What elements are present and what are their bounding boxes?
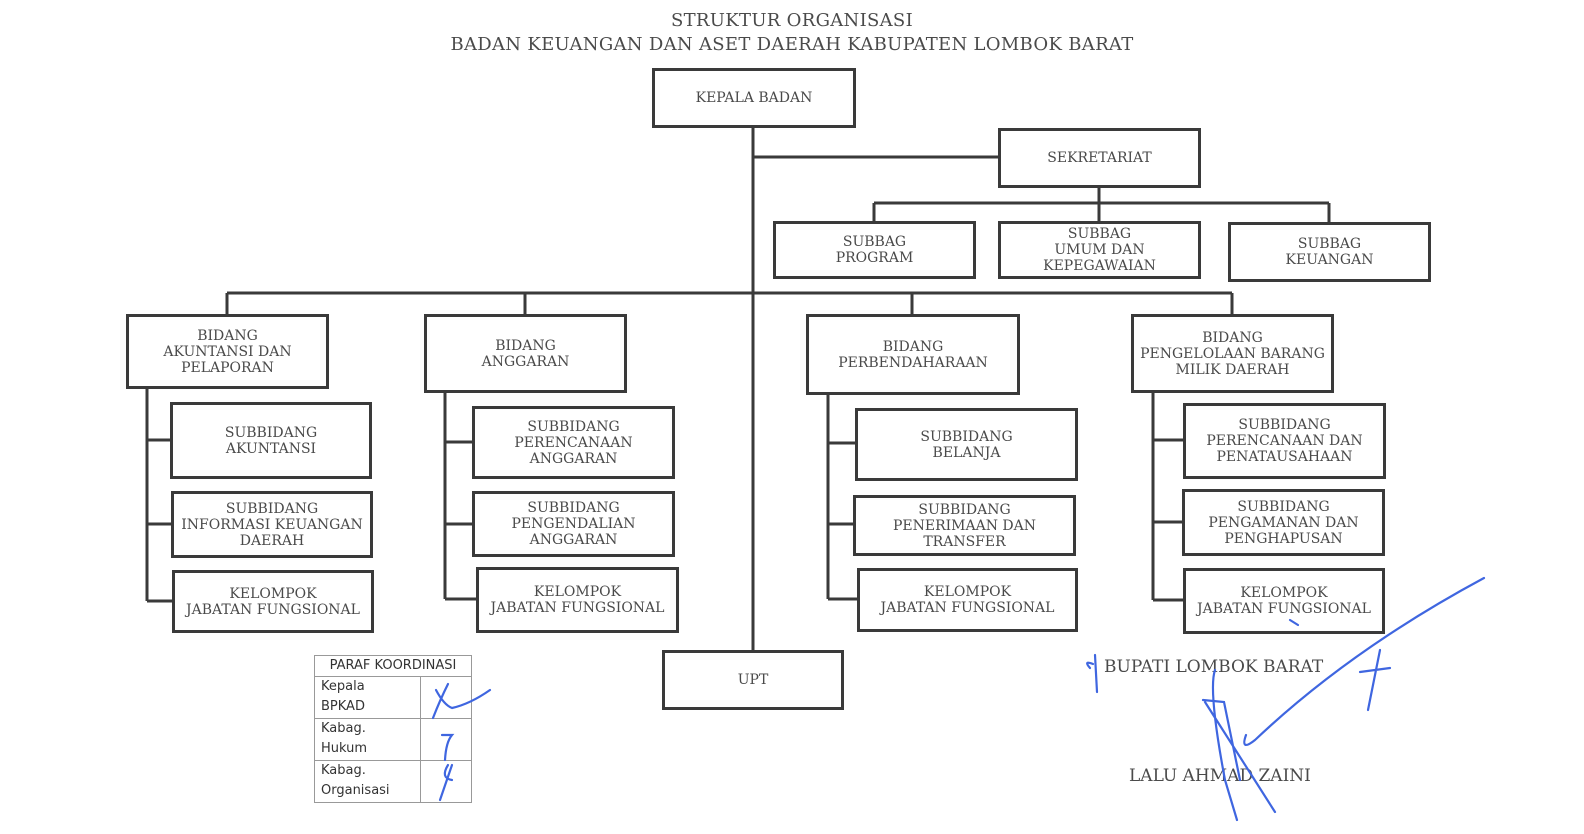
box-subbidang: SUBBIDANG INFORMASI KEUANGAN DAERAH xyxy=(171,491,373,558)
box-kelompok-jabatan: KELOMPOK JABATAN FUNGSIONAL xyxy=(476,567,679,633)
box-kelompok-jabatan: KELOMPOK JABATAN FUNGSIONAL xyxy=(1183,568,1385,634)
box-subbidang: SUBBIDANG AKUNTANSI xyxy=(170,402,372,479)
box-kepala-badan: KEPALA BADAN xyxy=(652,68,856,128)
box-bidang-anggaran: BIDANG ANGGARAN xyxy=(424,314,627,393)
box-subbidang: SUBBIDANG PENGAMANAN DAN PENGHAPUSAN xyxy=(1182,489,1385,556)
bupati-signature xyxy=(1201,576,1486,822)
box-upt: UPT xyxy=(662,650,844,710)
box-subbidang: SUBBIDANG PERENCANAAN ANGGARAN xyxy=(472,406,675,479)
doc-title: STRUKTUR ORGANISASI xyxy=(671,10,913,31)
box-bidang-perbendaharaan: BIDANG PERBENDAHARAAN xyxy=(806,314,1020,395)
doc-subtitle: BADAN KEUANGAN DAN ASET DAERAH KABUPATEN… xyxy=(450,34,1134,55)
paraf-header: PARAF KOORDINASI xyxy=(314,655,472,677)
paraf-left xyxy=(1086,653,1099,694)
initial-kepala xyxy=(431,682,492,720)
paraf-row-label: Kepala BPKAD xyxy=(314,676,421,719)
box-subbag-keuangan: SUBBAG KEUANGAN xyxy=(1228,222,1431,282)
box-subbidang: SUBBIDANG PERENCANAAN DAN PENATAUSAHAAN xyxy=(1183,403,1386,479)
box-subbidang: SUBBIDANG PENERIMAAN DAN TRANSFER xyxy=(853,495,1076,556)
box-subbidang: SUBBIDANG PENGENDALIAN ANGGARAN xyxy=(472,491,675,557)
box-kelompok-jabatan: KELOMPOK JABATAN FUNGSIONAL xyxy=(172,570,374,633)
box-subbag-umum: SUBBAG UMUM DAN KEPEGAWAIAN xyxy=(998,221,1201,279)
box-sekretariat: SEKRETARIAT xyxy=(998,128,1201,188)
paraf-right xyxy=(1358,648,1392,712)
signature-name: LALU AHMAD ZAINI xyxy=(1129,766,1311,786)
signature-title: BUPATI LOMBOK BARAT xyxy=(1104,657,1324,677)
paraf-koordinasi-table: PARAF KOORDINASI Kepala BPKAD Kabag. Huk… xyxy=(314,655,472,803)
initial-organisasi xyxy=(438,763,454,802)
paraf-initial-cell xyxy=(420,676,472,719)
box-bidang-akuntansi: BIDANG AKUNTANSI DAN PELAPORAN xyxy=(126,314,329,389)
box-subbag-program: SUBBAG PROGRAM xyxy=(773,221,976,279)
initial-hukum xyxy=(440,733,455,762)
box-bidang-pengelolaan-barang: BIDANG PENGELOLAAN BARANG MILIK DAERAH xyxy=(1131,314,1334,393)
paraf-row-label: Kabag. Hukum xyxy=(314,718,421,761)
box-kelompok-jabatan: KELOMPOK JABATAN FUNGSIONAL xyxy=(857,568,1078,632)
box-subbidang: SUBBIDANG BELANJA xyxy=(855,408,1078,481)
